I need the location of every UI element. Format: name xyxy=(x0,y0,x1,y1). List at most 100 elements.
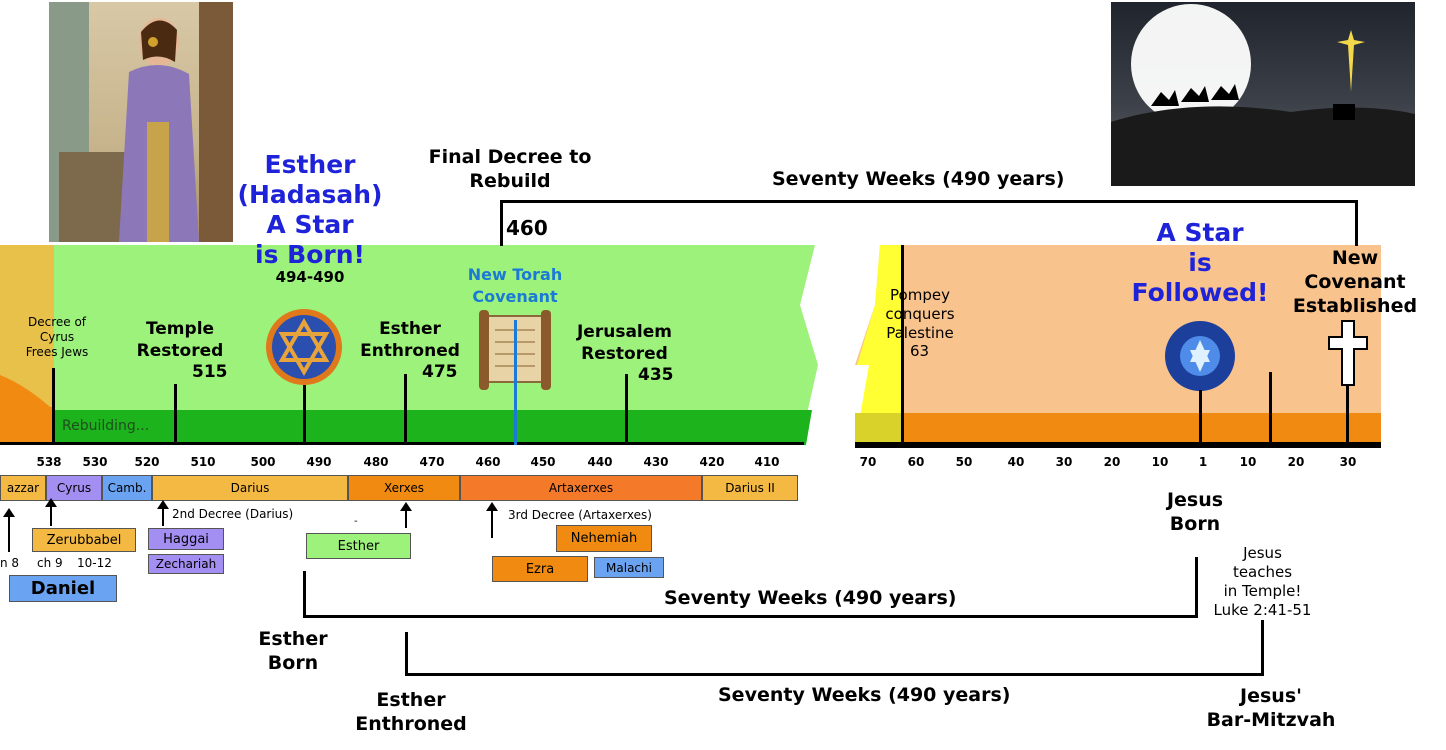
ezra-box: Ezra xyxy=(492,556,588,582)
esther-painting xyxy=(49,2,233,242)
tick-label: 30 xyxy=(1055,455,1073,469)
reign-darius-ii: Darius II xyxy=(702,475,798,501)
tick-label: 50 xyxy=(955,455,973,469)
jesus-born-label: Jesus Born xyxy=(1166,489,1224,535)
reign-xerxes: Xerxes xyxy=(348,475,460,501)
pompey-label: Pompey conquers Palestine xyxy=(885,286,955,342)
tick-label: 30 xyxy=(1339,455,1357,469)
decree-cyrus-label: Decree of Cyrus Frees Jews xyxy=(25,315,89,359)
tick-label: 1 xyxy=(1198,455,1208,469)
dash-mark: - xyxy=(354,516,358,527)
tick-label: 60 xyxy=(907,455,925,469)
daniel-ch8: n 8 xyxy=(0,556,20,570)
third-decree-label: 3rd Decree (Artaxerxes) xyxy=(508,508,652,522)
seventy-weeks-bottom: Seventy Weeks (490 years) xyxy=(718,684,1011,706)
tick-label: 530 xyxy=(82,455,108,469)
daniel-box: Daniel xyxy=(9,575,117,602)
zechariah-box: Zechariah xyxy=(148,554,224,574)
haggai-box: Haggai xyxy=(148,528,224,550)
tick-label: 20 xyxy=(1103,455,1121,469)
reign-darius: Darius xyxy=(152,475,348,501)
tick-label: 20 xyxy=(1287,455,1305,469)
tick-label: 10 xyxy=(1151,455,1169,469)
reign-artaxerxes: Artaxerxes xyxy=(460,475,702,501)
pompey-marker xyxy=(901,245,904,445)
esther-box: Esther xyxy=(306,533,411,559)
low-bracket-bottom xyxy=(405,673,1264,676)
esther-star-marker xyxy=(303,385,306,445)
tick-label: 40 xyxy=(1007,455,1025,469)
tick-label: 450 xyxy=(530,455,556,469)
low-bracket-left xyxy=(405,632,408,676)
mid-bracket-bottom xyxy=(303,615,1198,618)
rebuilding-label: Rebuilding... xyxy=(62,418,150,434)
daniel-ch9: ch 9 xyxy=(37,556,63,570)
esther-star-years: 494-490 xyxy=(275,268,345,286)
esther-star-title: Esther (Hadasah) A Star is Born! xyxy=(237,150,383,269)
jerusalem-restored-label: Jerusalem Restored xyxy=(576,322,672,364)
jesus-temple-marker xyxy=(1269,372,1272,445)
temple-restored-marker xyxy=(174,384,177,445)
wise-men-picture xyxy=(1111,2,1415,186)
blue-star-icon xyxy=(1164,320,1236,392)
nehemiah-box: Nehemiah xyxy=(556,525,652,552)
star-followed-title: A Star is Followed! xyxy=(1131,218,1269,307)
temple-restored-label: Temple Restored xyxy=(136,319,224,361)
reign-cambyses: Camb. xyxy=(102,475,152,501)
zerubbabel-box: Zerubbabel xyxy=(32,528,136,552)
esther-enthroned-label: Esther Enthroned xyxy=(360,319,460,361)
tick-label: 538 xyxy=(36,455,62,469)
reign-azzar: azzar xyxy=(0,475,46,501)
seventy-weeks-top: Seventy Weeks (490 years) xyxy=(772,168,1065,190)
star-of-david-icon xyxy=(265,308,343,386)
tick-label: 470 xyxy=(419,455,445,469)
cross-icon xyxy=(1328,320,1368,386)
arrow-third-decree xyxy=(486,502,498,538)
esther-born-label: Esther Born xyxy=(258,628,328,674)
left-era-band xyxy=(0,245,820,448)
new-covenant-marker xyxy=(1346,384,1349,445)
tick-label: 480 xyxy=(363,455,389,469)
seventy-weeks-mid: Seventy Weeks (490 years) xyxy=(664,587,957,609)
tick-label: 70 xyxy=(859,455,877,469)
tick-label: 440 xyxy=(587,455,613,469)
jerusalem-restored-year: 435 xyxy=(638,365,674,385)
torah-covenant-marker xyxy=(514,320,517,445)
arrow-second-decree xyxy=(157,500,169,526)
seventy-weeks-top-left xyxy=(500,200,503,246)
seventy-weeks-top-right xyxy=(1355,200,1358,246)
malachi-box: Malachi xyxy=(594,557,664,578)
bar-mitzvah-label: Jesus' Bar-Mitzvah xyxy=(1206,685,1336,731)
reign-cyrus: Cyrus xyxy=(46,475,102,501)
esther-enthroned-bottom-label: Esther Enthroned xyxy=(355,689,467,735)
jesus-birth-marker xyxy=(1199,390,1202,445)
esther-enthroned-year: 475 xyxy=(422,362,458,382)
pompey-year: 63 xyxy=(910,342,930,360)
tick-label: 510 xyxy=(190,455,216,469)
mid-bracket-right xyxy=(1195,557,1198,618)
tick-label: 460 xyxy=(475,455,501,469)
arrow-esther-enthroned xyxy=(400,502,412,528)
tick-label: 490 xyxy=(306,455,332,469)
temple-restored-year: 515 xyxy=(192,362,228,382)
final-decree-label: Final Decree to Rebuild xyxy=(428,146,592,192)
low-bracket-right xyxy=(1261,620,1264,676)
esther-enthroned-marker xyxy=(404,374,407,445)
decree-year: 460 xyxy=(506,216,548,240)
jesus-temple-label: Jesus teaches in Temple! Luke 2:41-51 xyxy=(1213,544,1312,619)
tick-label: 420 xyxy=(699,455,725,469)
seventy-weeks-top-line xyxy=(500,200,1358,203)
new-covenant-label: New Covenant Established xyxy=(1292,247,1418,317)
tick-label: 500 xyxy=(250,455,276,469)
second-decree-label: 2nd Decree (Darius) xyxy=(172,507,294,521)
torah-covenant-label: New Torah Covenant xyxy=(467,265,563,306)
daniel-ch10-12: 10-12 xyxy=(77,556,112,570)
tick-label: 520 xyxy=(134,455,160,469)
arrow-zerubbabel xyxy=(45,498,57,526)
tick-label: 410 xyxy=(754,455,780,469)
jerusalem-restored-marker xyxy=(625,374,628,445)
arrow-daniel-8 xyxy=(3,508,15,552)
mid-bracket-left xyxy=(303,571,306,618)
tick-label: 10 xyxy=(1239,455,1257,469)
tick-label: 430 xyxy=(643,455,669,469)
